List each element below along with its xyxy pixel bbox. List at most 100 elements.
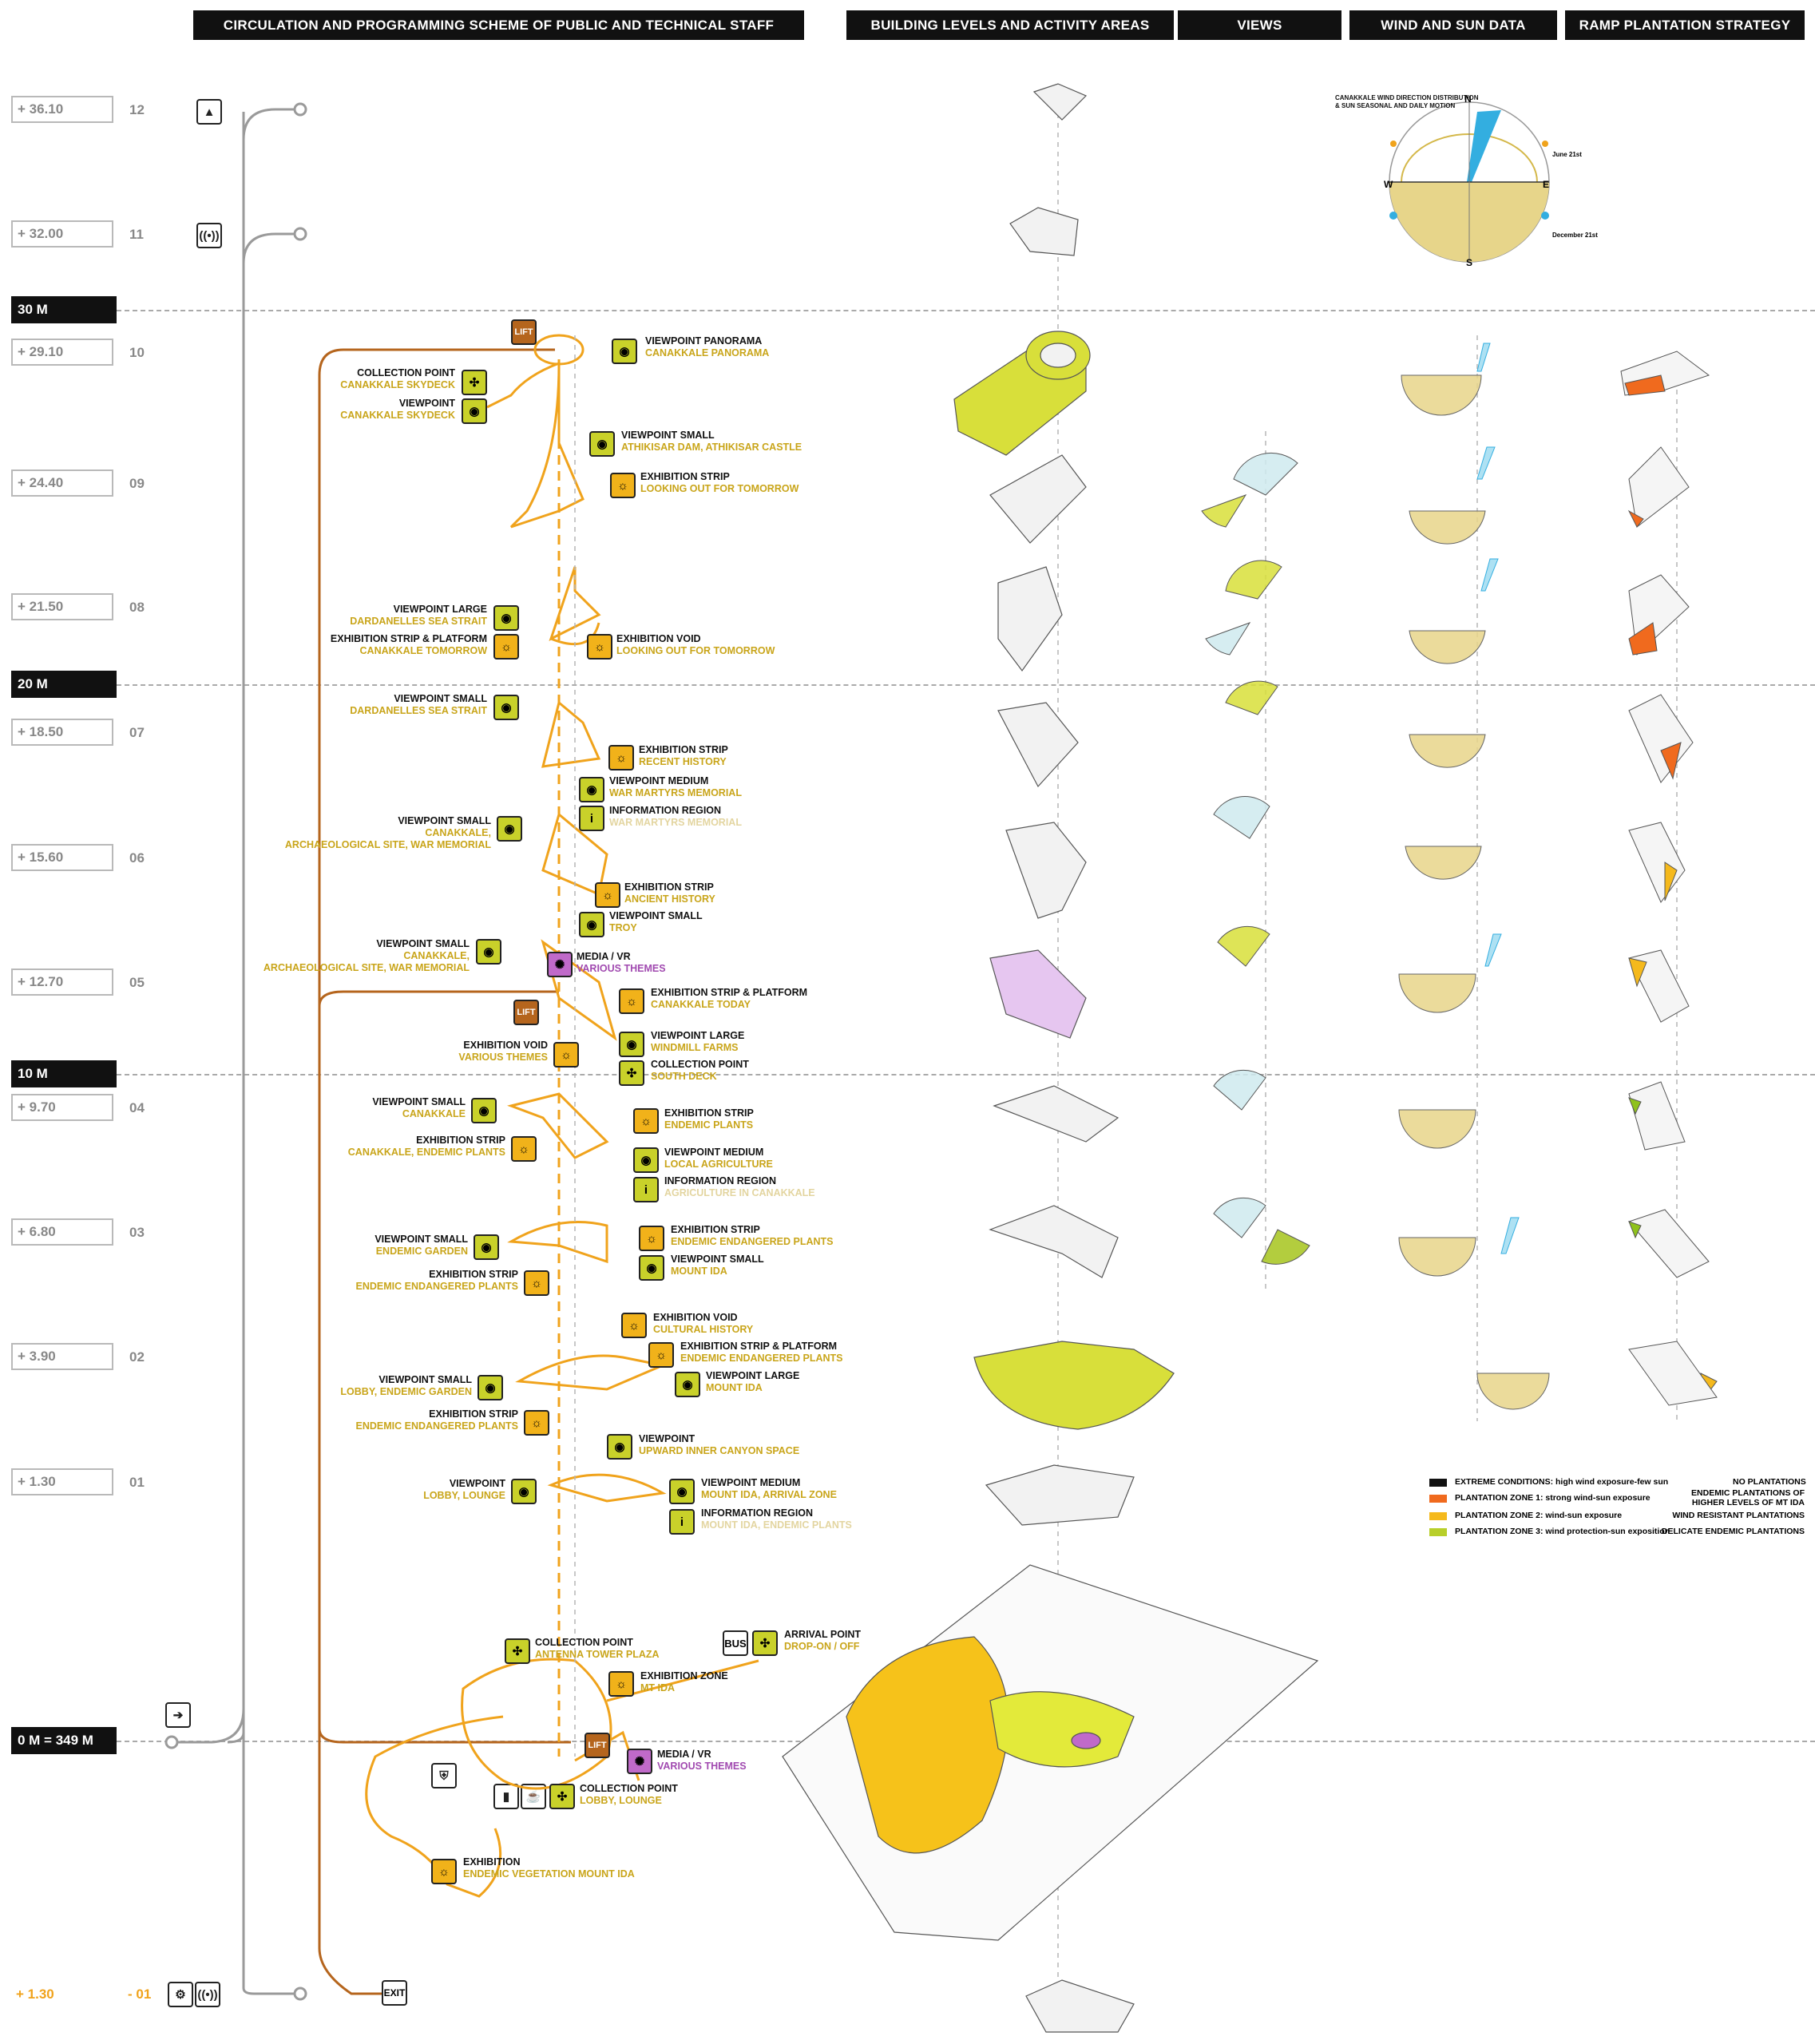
legend-swatch-zone1 (1429, 1495, 1447, 1503)
meter-label-10: 10 M (11, 1060, 117, 1087)
level-num-01: 01 (129, 1475, 145, 1490)
collection-point-icon: ✣ (619, 1060, 644, 1086)
level-elev-04: + 9.70 (11, 1094, 113, 1121)
header-wind-sun: WIND AND SUN DATA (1349, 10, 1557, 40)
legend-right-extreme: NO PLANTATIONS (1733, 1477, 1806, 1487)
legend-swatch-zone2 (1429, 1512, 1447, 1520)
header-circulation: CIRCULATION AND PROGRAMMING SCHEME OF PU… (193, 10, 804, 40)
lift-tile-05: LIFT (513, 1000, 539, 1025)
exhibition-icon: ☼ (610, 473, 636, 498)
level-elev-12: + 36.10 (11, 96, 113, 123)
legend-label-zone1: PLANTATION ZONE 1: strong wind-sun expos… (1455, 1493, 1651, 1503)
viewpoint-eye-icon: ◉ (462, 398, 487, 424)
wind-chart-title: CANAKKALE WIND DIRECTION DISTRIBUTION& S… (1335, 94, 1479, 109)
compass-w: W (1384, 179, 1393, 190)
viewpoint-eye-icon: ◉ (511, 1479, 537, 1504)
legend-right-zone3: DELICATE ENDEMIC PLANTATIONS (1661, 1527, 1805, 1536)
level-elev-11: + 32.00 (11, 220, 113, 248)
collection-point-icon: ✣ (752, 1630, 778, 1656)
level-num-11: 11 (129, 227, 144, 242)
antenna-icon-basement: ((•)) (195, 1982, 220, 2007)
bus-icon: BUS (723, 1630, 748, 1656)
june-label: June 21st (1552, 151, 1582, 158)
compass-e: E (1543, 179, 1550, 190)
legend-swatch-extreme (1429, 1479, 1447, 1487)
legend-label-extreme: EXTREME CONDITIONS: high wind exposure-f… (1455, 1477, 1669, 1487)
level-elev-02: + 3.90 (11, 1343, 113, 1370)
meter-label-30: 30 M (11, 296, 117, 323)
exhibition-icon: ☼ (608, 745, 634, 770)
viewpoint-eye-icon: ◉ (471, 1098, 497, 1123)
meter-line-30 (117, 310, 1815, 311)
media-vr-icon: ✺ (627, 1749, 652, 1774)
compass-s: S (1466, 257, 1473, 268)
level-num-08: 08 (129, 600, 145, 615)
info-icon: i (669, 1509, 695, 1535)
meter-line-10 (117, 1074, 1815, 1075)
exhibition-icon: ☼ (431, 1859, 457, 1884)
entrance-arrow-icon: ➔ (165, 1702, 191, 1728)
header-building-levels: BUILDING LEVELS AND ACTIVITY AREAS (846, 10, 1174, 40)
level-elev-08: + 21.50 (11, 593, 113, 620)
legend-swatch-zone3 (1429, 1528, 1447, 1536)
level-elev-09: + 24.40 (11, 469, 113, 497)
wind-sun-compass (1389, 101, 1550, 263)
viewpoint-eye-icon: ◉ (612, 339, 637, 364)
viewpoint-eye-icon: ◉ (474, 1234, 499, 1260)
viewpoint-eye-icon: ◉ (478, 1375, 503, 1400)
legend-right-zone1-b: HIGHER LEVELS OF MT IDA (1691, 1498, 1805, 1507)
exhibition-void-icon: ☼ (621, 1313, 647, 1338)
exhibition-void-icon: ☼ (553, 1042, 579, 1068)
meter-line-20 (117, 684, 1815, 686)
legend-right-zone2: WIND RESISTANT PLANTATIONS (1672, 1511, 1805, 1520)
viewpoint-eye-icon: ◉ (639, 1255, 664, 1281)
level-num-02: 02 (129, 1349, 145, 1365)
meter-label-20: 20 M (11, 671, 117, 698)
info-icon: i (579, 806, 604, 831)
exhibition-icon: ☼ (524, 1270, 549, 1296)
exhibition-icon: ☼ (493, 634, 519, 660)
exhibition-icon: ☼ (511, 1136, 537, 1162)
viewpoint-eye-icon: ◉ (607, 1434, 632, 1460)
exhibition-icon: ☼ (524, 1410, 549, 1436)
lift-route (318, 348, 571, 1995)
legend-label-zone2: PLANTATION ZONE 2: wind-sun exposure (1455, 1511, 1623, 1520)
exit-icon: EXIT (382, 1980, 407, 2006)
meter-label-0: 0 M = 349 M (11, 1727, 117, 1754)
exhibition-icon: ☼ (619, 988, 644, 1014)
level-elev-basement: + 1.30 (16, 1987, 54, 2002)
viewpoint-eye-icon: ◉ (493, 605, 519, 631)
viewpoint-eye-icon: ◉ (476, 939, 501, 965)
level-elev-06: + 15.60 (11, 844, 113, 871)
info-icon: i (633, 1177, 659, 1202)
level-elev-07: + 18.50 (11, 719, 113, 746)
level-num-07: 07 (129, 725, 145, 740)
level-elev-05: + 12.70 (11, 969, 113, 996)
